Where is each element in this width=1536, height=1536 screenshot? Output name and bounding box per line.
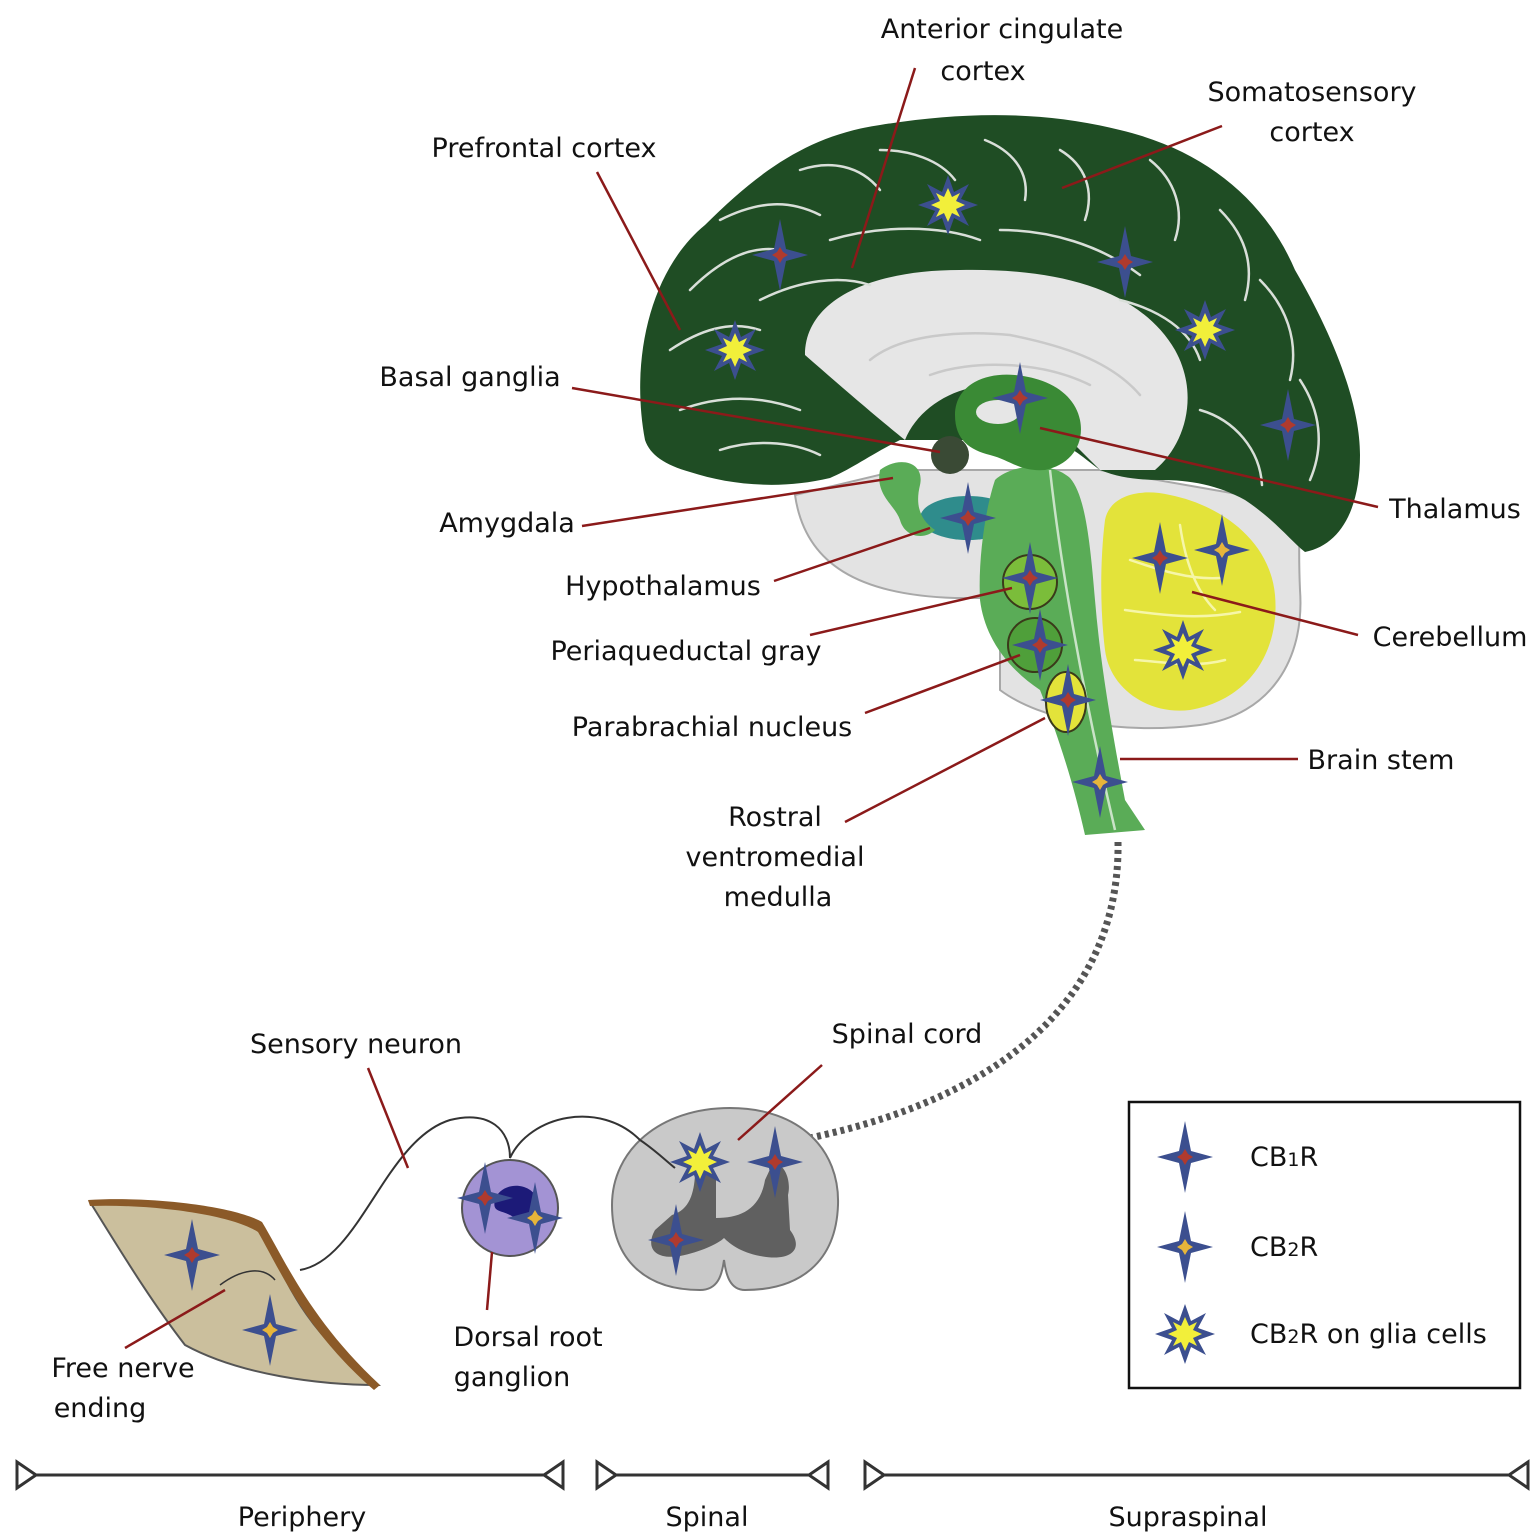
legend: CB1R CB2R CB2R on glia cells xyxy=(1127,1100,1522,1390)
scale-supraspinal-label: Supraspinal xyxy=(1109,1502,1268,1533)
legend-glia-icon xyxy=(1155,1304,1215,1364)
label-anterior-cingulate-1: Anterior cingulate xyxy=(881,14,1124,45)
lower-leaders xyxy=(124,1064,823,1350)
scale-bars xyxy=(15,1459,1530,1491)
glia-marker xyxy=(1153,620,1213,680)
label-basal-ganglia: Basal ganglia xyxy=(379,362,560,393)
lower-labels: Sensory neuron Spinal cord Free nerve en… xyxy=(51,1019,982,1424)
legend-cb1-label: CB1R xyxy=(1250,1142,1318,1173)
sensory-neuron-fiber xyxy=(299,1115,676,1271)
glia-marker xyxy=(1175,300,1235,360)
scale-spinal-label: Spinal xyxy=(666,1502,749,1533)
label-parabrachial: Parabrachial nucleus xyxy=(572,712,853,743)
label-prefrontal: Prefrontal cortex xyxy=(432,133,657,164)
glia-marker xyxy=(705,320,765,380)
label-somatosensory-2: cortex xyxy=(1269,117,1354,148)
scale-periphery-label: Periphery xyxy=(238,1502,366,1533)
label-somatosensory-1: Somatosensory xyxy=(1207,77,1416,108)
label-free-nerve-2: ending xyxy=(54,1393,147,1424)
amygdala-region xyxy=(879,462,935,536)
legend-glia-label: CB2R on glia cells xyxy=(1250,1319,1487,1350)
label-hypothalamus: Hypothalamus xyxy=(565,571,761,602)
glia-marker xyxy=(670,1132,730,1192)
label-thalamus: Thalamus xyxy=(1388,494,1521,525)
label-rvm-2: ventromedial xyxy=(686,842,865,873)
label-periaqueductal: Periaqueductal gray xyxy=(550,636,821,667)
label-rvm-3: medulla xyxy=(724,882,833,913)
skin-patch xyxy=(88,1199,382,1390)
spinal-cord xyxy=(610,1106,840,1292)
label-rvm-1: Rostral xyxy=(728,802,822,833)
legend-cb2-label: CB2R xyxy=(1250,1232,1318,1263)
label-anterior-cingulate-2: cortex xyxy=(940,56,1025,87)
label-amygdala: Amygdala xyxy=(439,508,575,539)
label-drg-1: Dorsal root xyxy=(453,1322,602,1353)
brain-leaders xyxy=(571,67,1379,824)
label-free-nerve-1: Free nerve xyxy=(51,1353,194,1384)
inner-white-matter xyxy=(805,269,1188,470)
glia-marker xyxy=(918,175,978,235)
label-sensory-neuron: Sensory neuron xyxy=(250,1029,462,1060)
dotted-connection xyxy=(799,841,1122,1144)
brain-labels: Anterior cingulate cortex Somatosensory … xyxy=(379,14,1527,913)
label-brain-stem: Brain stem xyxy=(1308,745,1455,776)
label-cerebellum: Cerebellum xyxy=(1373,622,1528,653)
dorsal-root-ganglion xyxy=(457,1159,563,1257)
basal-ganglia-region xyxy=(931,436,969,474)
label-drg-2: ganglion xyxy=(454,1362,571,1393)
label-spinal-cord: Spinal cord xyxy=(832,1019,983,1050)
